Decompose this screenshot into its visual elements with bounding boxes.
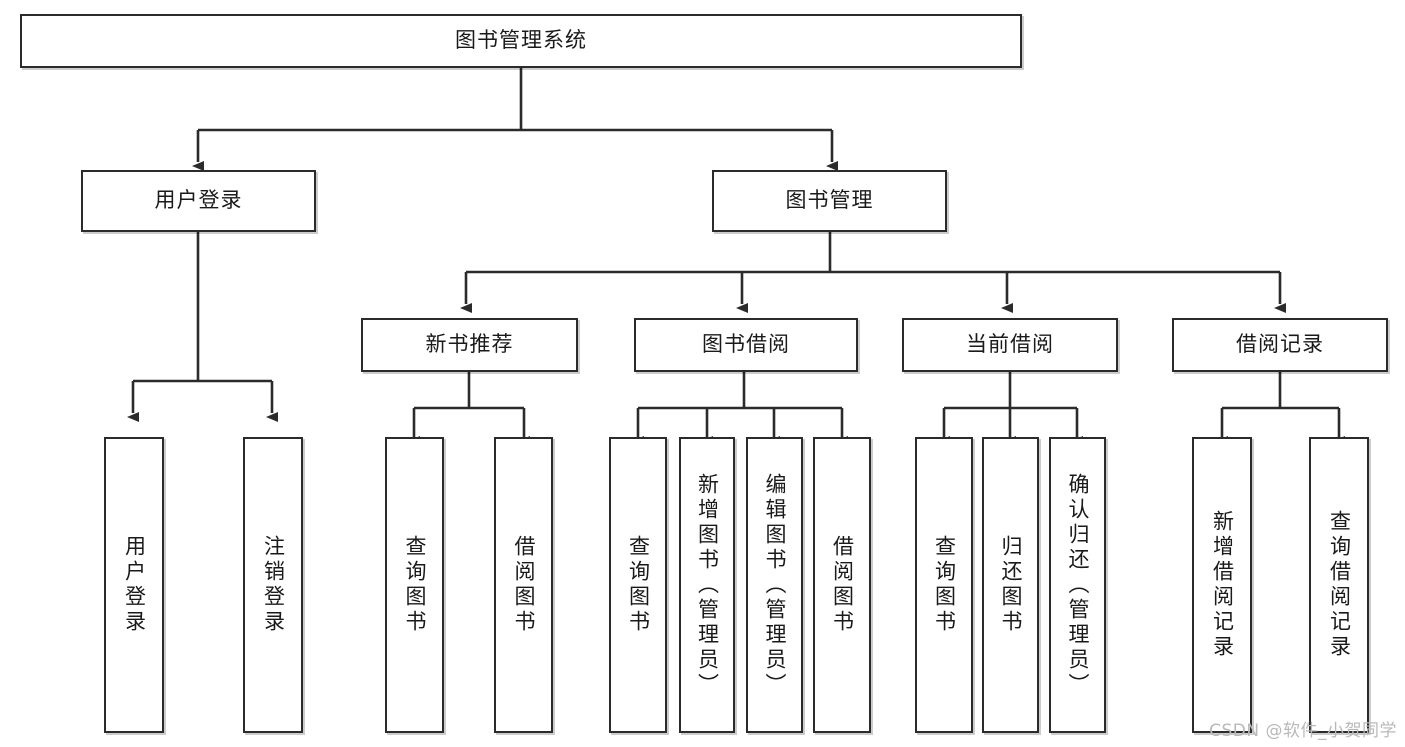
edges-borrowrecord-to-leaves [1216, 372, 1345, 446]
leaf-book-borrow-query[interactable]: 查询图书 [609, 437, 667, 733]
leaf-current-borrow-return[interactable]: 归还图书 [982, 437, 1039, 733]
leaf-book-borrow-edit-admin[interactable]: 编辑图书（管理员） [746, 437, 803, 733]
node-label: 编辑图书（管理员） [763, 472, 787, 698]
node-label: 当前借阅 [966, 332, 1054, 357]
leaf-new-book-borrow[interactable]: 借阅图书 [494, 437, 553, 733]
node-label: 新书推荐 [425, 332, 514, 357]
node-label: 新增图书（管理员） [695, 472, 720, 698]
edges-userlogin-to-leaves [127, 232, 278, 422]
node-label: 借阅图书 [830, 535, 855, 635]
edges-newbook-to-leaves [408, 372, 530, 446]
node-label: 用户登录 [122, 535, 147, 635]
csdn-watermark: CSDN @软件_小贺同学 [1209, 721, 1397, 741]
edges-currentborrow-to-leaves [938, 372, 1083, 446]
node-label: 查询图书 [403, 535, 427, 635]
leaf-current-borrow-query[interactable]: 查询图书 [915, 437, 973, 733]
leaf-borrow-record-add[interactable]: 新增借阅记录 [1192, 437, 1252, 733]
node-label: 新增借阅记录 [1210, 510, 1235, 660]
node-label: 确认归还（管理员） [1066, 472, 1090, 698]
leaf-user-login-logout[interactable]: 注销登录 [243, 437, 303, 733]
node-label: 注销登录 [261, 535, 286, 635]
node-borrow-record[interactable]: 借阅记录 [1172, 318, 1388, 372]
node-user-login[interactable]: 用户登录 [81, 170, 316, 232]
edges-bookborrow-to-leaves [632, 372, 848, 446]
node-label: 归还图书 [999, 535, 1023, 635]
leaf-book-borrow-borrow[interactable]: 借阅图书 [813, 437, 871, 733]
node-label: 用户登录 [154, 188, 243, 213]
node-book-borrow[interactable]: 图书借阅 [634, 318, 858, 372]
leaf-current-borrow-confirm-admin[interactable]: 确认归还（管理员） [1049, 437, 1106, 733]
node-root-book-management-system[interactable]: 图书管理系统 [20, 14, 1022, 68]
edges-root-to-level2 [192, 68, 838, 171]
leaf-new-book-query[interactable]: 查询图书 [385, 437, 444, 733]
node-label: 图书借阅 [702, 332, 790, 357]
leaf-borrow-record-query[interactable]: 查询借阅记录 [1309, 437, 1369, 733]
node-label: 借阅图书 [512, 535, 536, 635]
node-label: 图书管理系统 [455, 28, 587, 53]
leaf-book-borrow-add-admin[interactable]: 新增图书（管理员） [679, 437, 735, 733]
node-label: 图书管理 [785, 188, 874, 213]
node-label: 查询借阅记录 [1327, 510, 1352, 660]
node-label: 查询图书 [626, 535, 651, 635]
node-new-book-recommend[interactable]: 新书推荐 [361, 318, 578, 372]
leaf-user-login-login[interactable]: 用户登录 [104, 437, 164, 733]
node-current-borrow[interactable]: 当前借阅 [902, 318, 1118, 372]
node-book-management[interactable]: 图书管理 [712, 170, 947, 232]
node-label: 借阅记录 [1236, 332, 1324, 357]
edges-bookmgmt-to-level3 [460, 232, 1286, 313]
node-label: 查询图书 [932, 535, 957, 635]
